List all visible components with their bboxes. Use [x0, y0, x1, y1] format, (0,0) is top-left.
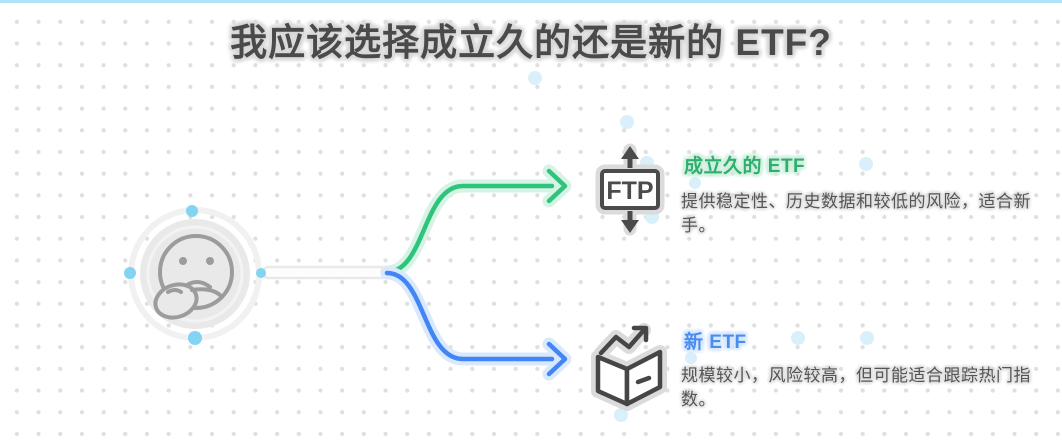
- growth-box-icon: [591, 323, 667, 411]
- branch-node-established[interactable]: 成立久的 ETF: [684, 151, 805, 178]
- branch-node-new[interactable]: 新 ETF: [684, 327, 747, 354]
- branch-connector-established: [380, 164, 572, 279]
- branch-description-established: 提供稳定性、历史数据和较低的风险，适合新手。: [681, 192, 1031, 235]
- handle-right: [256, 268, 266, 278]
- branch-heading-new: 新 ETF: [684, 332, 747, 353]
- ftp-transfer-icon: FTP: [595, 143, 665, 236]
- ftp-icon-label: FTP: [606, 177, 653, 205]
- canvas-top-border: [0, 0, 1062, 3]
- diagram-title[interactable]: 我应该选择成立久的还是新的 ETF?: [230, 22, 832, 63]
- branch-description-new: 规模较小，风险较高，但可能适合跟踪热门指数。: [681, 366, 1031, 409]
- handle-bottom: [188, 331, 202, 345]
- root-node[interactable]: [128, 207, 262, 341]
- selection-handles[interactable]: [124, 205, 266, 345]
- thinking-face-icon: [153, 234, 234, 320]
- trunk-connector: [261, 265, 390, 280]
- handle-left: [124, 267, 136, 279]
- handle-top: [186, 205, 198, 217]
- branch-heading-established: 成立久的 ETF: [684, 156, 806, 177]
- branch-connector-new: [380, 266, 572, 381]
